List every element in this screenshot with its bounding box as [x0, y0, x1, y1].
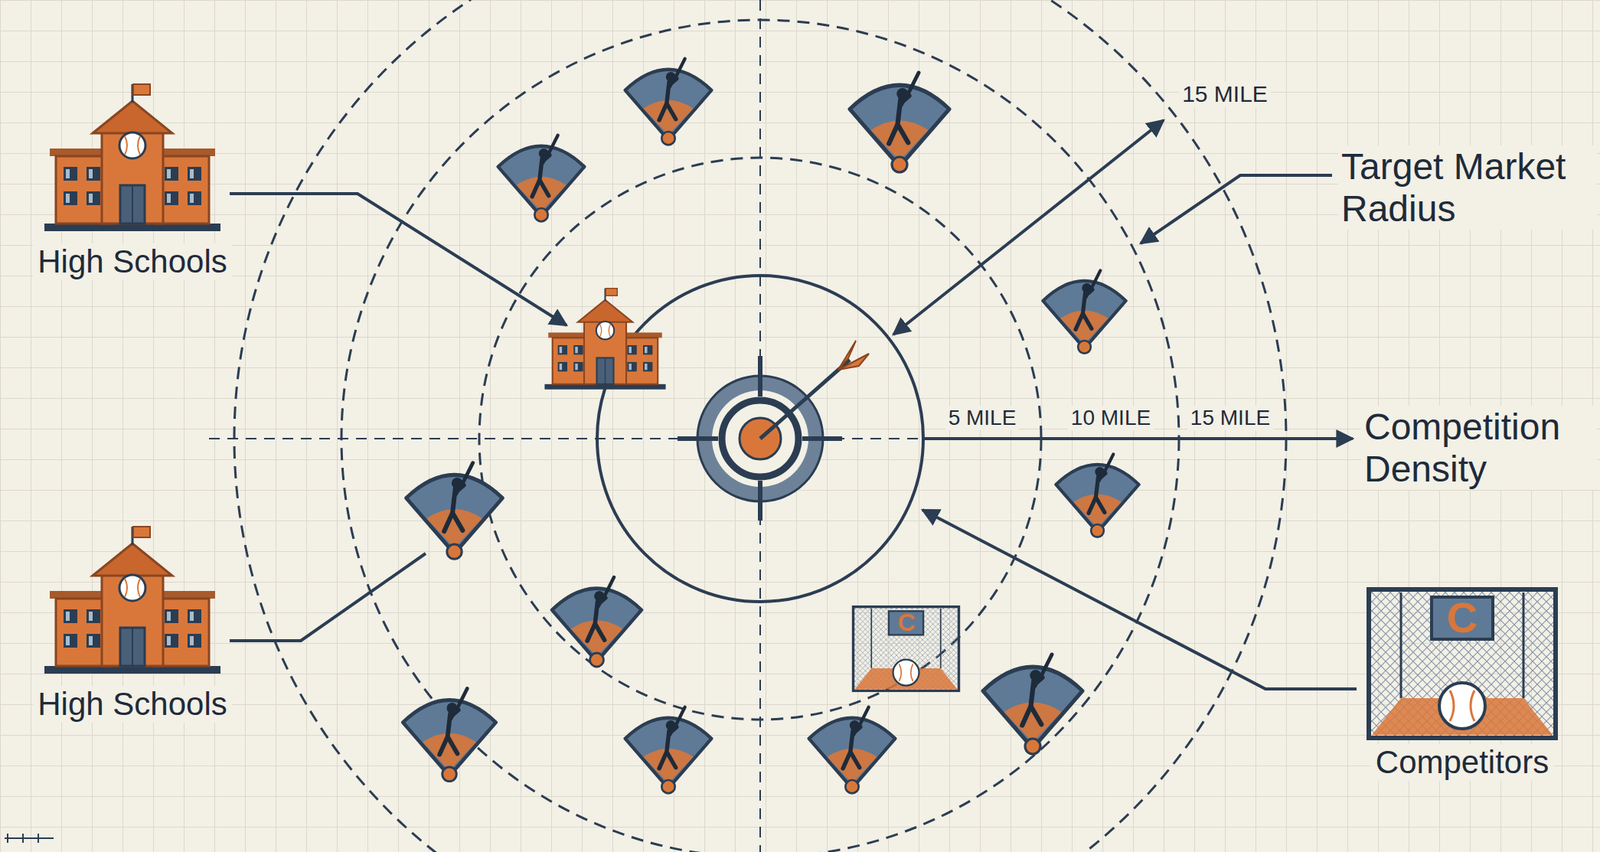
map-label: Competition Density	[1361, 405, 1597, 490]
field-icon	[625, 707, 712, 794]
baseball-fields	[402, 58, 1139, 794]
school-icon	[40, 82, 225, 244]
field-icon	[551, 577, 642, 667]
field-icon	[1055, 453, 1139, 537]
sign-letter: C	[1446, 596, 1478, 640]
sign-letter: C	[897, 610, 915, 635]
field-icon	[849, 72, 950, 173]
field-icon	[498, 135, 585, 223]
scale-bar	[4, 833, 54, 843]
field-icon	[402, 688, 496, 781]
map-label: 5 MILE	[945, 405, 1020, 431]
map-label: 15 MILE	[1178, 81, 1271, 108]
leader-lines	[229, 120, 1357, 689]
school-node: High Schools	[29, 525, 236, 723]
school-icon	[544, 288, 666, 390]
school-icon	[40, 525, 225, 686]
map-label: Target Market Radius	[1338, 145, 1597, 230]
map-label: 10 MILE	[1067, 405, 1154, 431]
field-icon	[982, 654, 1083, 755]
node-label: Competitors	[1371, 744, 1554, 781]
school-node: High Schools	[29, 82, 236, 281]
node-label: High Schools	[32, 685, 232, 723]
node-label: High Schools	[32, 243, 232, 281]
radius-rings	[208, 0, 1317, 852]
field-icon	[406, 463, 503, 560]
competitor-icon	[853, 607, 960, 692]
field-icon	[625, 58, 712, 146]
map-label: 15 MILE	[1187, 405, 1274, 431]
bullseye	[677, 340, 869, 521]
field-icon	[1042, 270, 1126, 353]
field-icon	[809, 707, 896, 794]
